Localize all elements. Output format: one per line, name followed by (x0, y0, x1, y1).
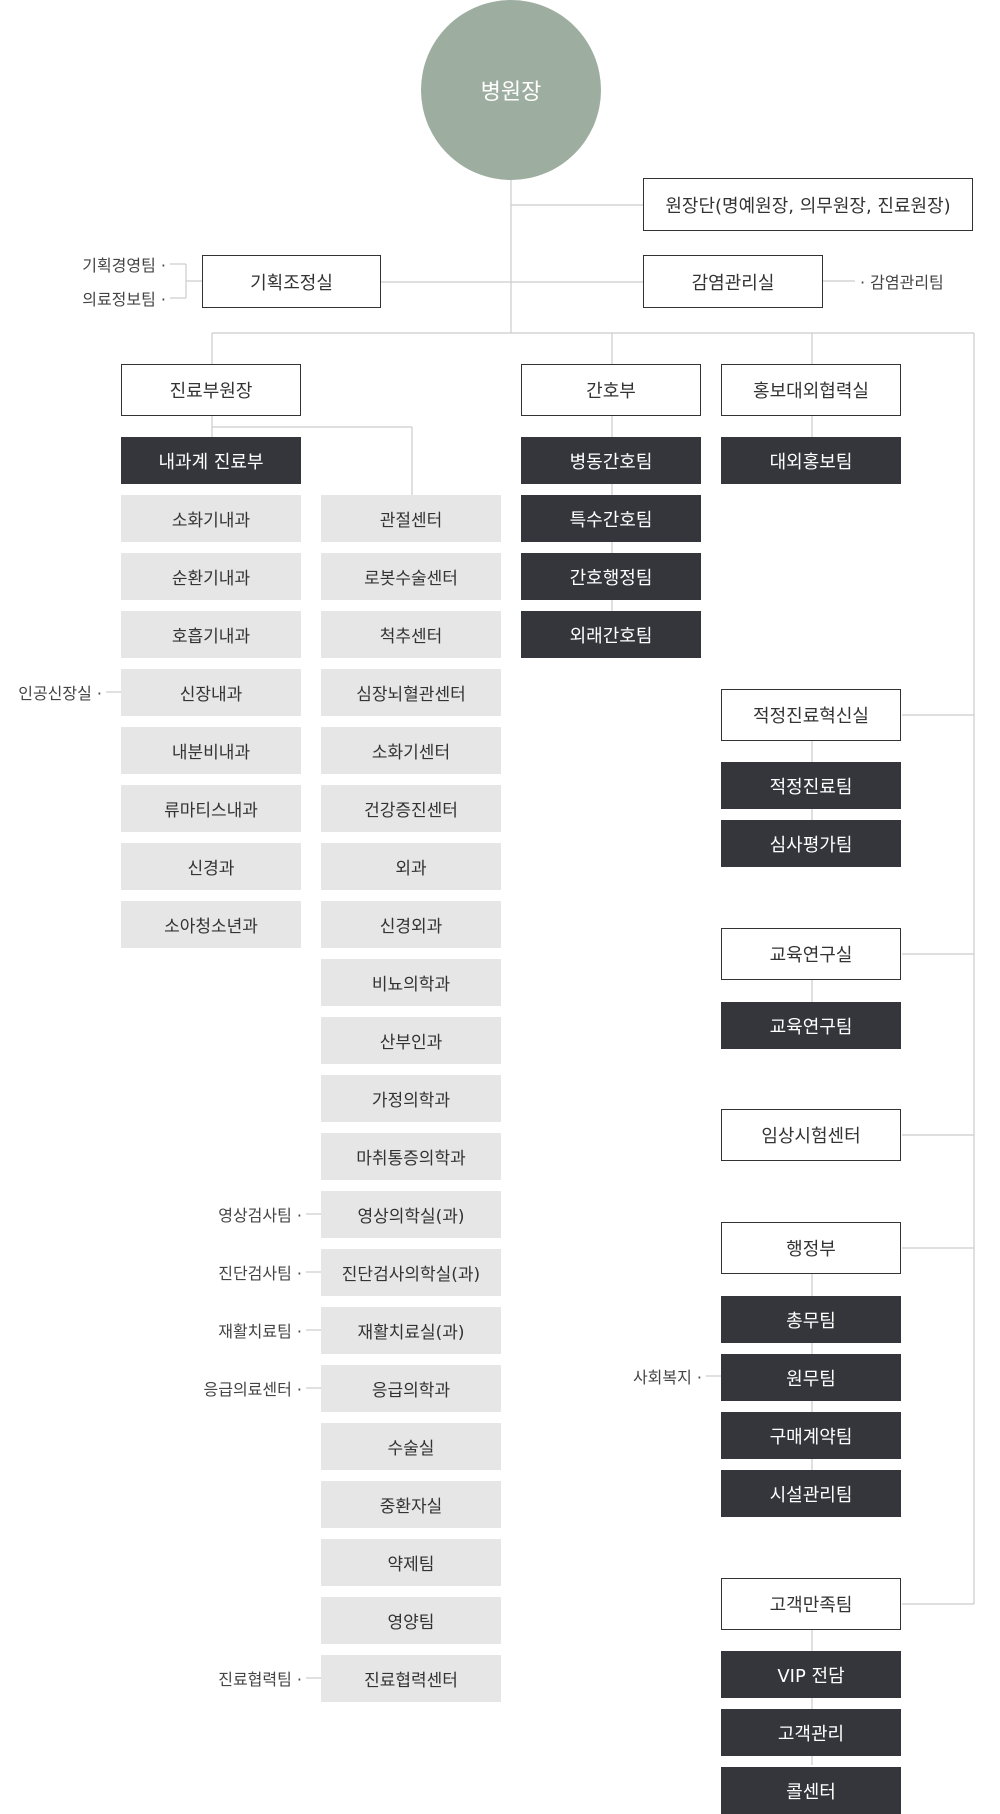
admin-team-2: 원무팀 (721, 1354, 901, 1401)
center-item-11: 가정의학과 (321, 1075, 501, 1122)
nursing-team-4: 외래간호팀 (521, 611, 701, 658)
planning-office: 기획조정실 (202, 255, 381, 308)
internal-medicine-item-2: 순환기내과 (121, 553, 301, 600)
center-item-10: 산부인과 (321, 1017, 501, 1064)
hospital-director: 병원장 (421, 0, 601, 180)
medical-vice-director: 진료부원장 (121, 364, 301, 416)
administration-department: 행정부 (721, 1222, 901, 1274)
center-item-6: 건강증진센터 (321, 785, 501, 832)
internal-medicine-item-6: 류마티스내과 (121, 785, 301, 832)
planning-side-label-1: 기획경영팀 · (82, 256, 166, 275)
center-item-12: 마취통증의학과 (321, 1133, 501, 1180)
customer-team-2: 고객관리 (721, 1709, 901, 1756)
internal-medicine-item-4: 신장내과 (121, 669, 301, 716)
admin-team-4: 시설관리팀 (721, 1470, 901, 1517)
center-item-9: 비뇨의학과 (321, 959, 501, 1006)
internal-medicine-dept: 내과계 진료부 (121, 437, 301, 484)
cooperation-team-label: 진료협력팀 · (218, 1670, 302, 1689)
center-item-14: 진단검사의학실(과) (321, 1249, 501, 1296)
nursing-team-3: 간호행정팀 (521, 553, 701, 600)
customer-team-3: 콜센터 (721, 1767, 901, 1814)
internal-medicine-item-3: 호흡기내과 (121, 611, 301, 658)
center-item-7: 외과 (321, 843, 501, 890)
internal-medicine-item-1: 소화기내과 (121, 495, 301, 542)
director-group: 원장단(명예원장, 의무원장, 진료원장) (643, 178, 973, 231)
center-item-3: 척추센터 (321, 611, 501, 658)
infection-side-label: · 감염관리팀 (860, 273, 944, 292)
nursing-team-2: 특수간호팀 (521, 495, 701, 542)
internal-medicine-item-7: 신경과 (121, 843, 301, 890)
planning-side-label-2: 의료정보팀 · (82, 290, 166, 309)
center-item-21: 진료협력센터 (321, 1655, 501, 1702)
imaging-team-label: 영상검사팀 · (218, 1206, 302, 1225)
lab-team-label: 진단검사팀 · (218, 1264, 302, 1283)
review-evaluation-team: 심사평가팀 (721, 820, 901, 867)
pr-office: 홍보대외협력실 (721, 364, 901, 416)
center-item-19: 약제팀 (321, 1539, 501, 1586)
nursing-team-1: 병동간호팀 (521, 437, 701, 484)
nursing-department: 간호부 (521, 364, 701, 416)
admin-team-3: 구매계약팀 (721, 1412, 901, 1459)
center-item-8: 신경외과 (321, 901, 501, 948)
center-item-2: 로봇수술센터 (321, 553, 501, 600)
internal-medicine-item-8: 소아청소년과 (121, 901, 301, 948)
education-research-office: 교육연구실 (721, 928, 901, 980)
proper-care-office: 적정진료혁신실 (721, 689, 901, 741)
center-item-1: 관절센터 (321, 495, 501, 542)
admin-team-1: 총무팀 (721, 1296, 901, 1343)
center-item-16: 응급의학과 (321, 1365, 501, 1412)
emergency-center-label: 응급의료센터 · (203, 1380, 303, 1399)
center-item-15: 재활치료실(과) (321, 1307, 501, 1354)
customer-satisfaction-team: 고객만족팀 (721, 1578, 901, 1630)
external-pr-team: 대외홍보팀 (721, 437, 901, 484)
center-item-4: 심장뇌혈관센터 (321, 669, 501, 716)
proper-care-team: 적정진료팀 (721, 762, 901, 809)
center-item-17: 수술실 (321, 1423, 501, 1470)
center-item-20: 영양팀 (321, 1597, 501, 1644)
rehab-team-label: 재활치료팀 · (218, 1322, 302, 1341)
clinical-trial-center: 임상시험센터 (721, 1109, 901, 1161)
center-item-13: 영상의학실(과) (321, 1191, 501, 1238)
internal-medicine-item-5: 내분비내과 (121, 727, 301, 774)
center-item-18: 중환자실 (321, 1481, 501, 1528)
artificial-kidney-label: 인공신장실 · (18, 684, 102, 703)
social-welfare-label: 사회복지 · (632, 1368, 702, 1387)
education-research-team: 교육연구팀 (721, 1002, 901, 1049)
infection-control-office: 감염관리실 (643, 255, 823, 308)
center-item-5: 소화기센터 (321, 727, 501, 774)
customer-team-1: VIP 전담 (721, 1651, 901, 1698)
